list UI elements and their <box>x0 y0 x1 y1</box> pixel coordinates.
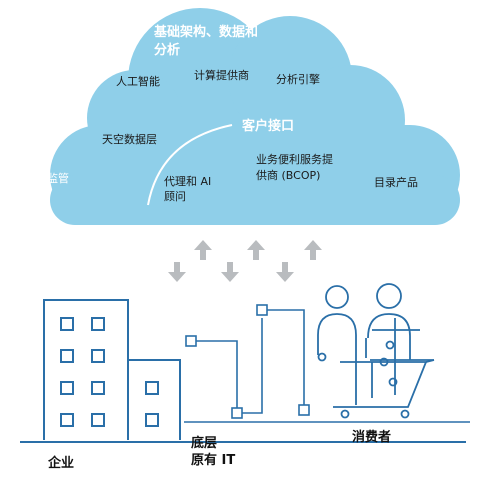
arrow-down-2 <box>221 262 239 282</box>
label-bcop-line2: 供商 (BCOP) <box>256 169 321 182</box>
arrow-down-3 <box>276 262 294 282</box>
label-agent-line2: 顾问 <box>164 190 186 203</box>
arrow-up-1 <box>194 240 212 260</box>
arrow-up-3 <box>304 240 322 260</box>
arrow-down-1 <box>168 262 186 282</box>
label-bcop-line1: 业务便利服务提 <box>256 153 333 166</box>
consumer-icon <box>317 283 435 419</box>
label-analytics-engine: 分析引擎 <box>276 73 320 86</box>
label-ai: 人工智能 <box>116 75 160 88</box>
label-sky-data-layer: 天空数据层 <box>102 133 157 146</box>
label-legacy-line1: 底层 <box>191 436 218 451</box>
legacy-it-circuit-icon <box>184 304 470 423</box>
label-enterprise: 企业 <box>48 456 75 471</box>
customer-interface-arc <box>147 124 233 206</box>
label-customer-interface: 客户接口 <box>242 119 295 134</box>
label-compute-provider: 计算提供商 <box>194 69 249 82</box>
cloud-title-line1: 基础架构、数据和 <box>154 25 259 40</box>
enterprise-building-icon <box>43 299 181 440</box>
label-agent-line1: 代理和 AI <box>164 175 212 188</box>
label-catalog-products: 目录产品 <box>374 176 418 189</box>
label-legacy-line2: 原有 IT <box>191 453 236 468</box>
arrows-group <box>168 240 322 282</box>
cloud-title-line2: 分析 <box>154 43 181 58</box>
label-consumer: 消费者 <box>352 430 392 445</box>
label-supervision: 监管 <box>47 172 69 185</box>
arrow-up-2 <box>247 240 265 260</box>
